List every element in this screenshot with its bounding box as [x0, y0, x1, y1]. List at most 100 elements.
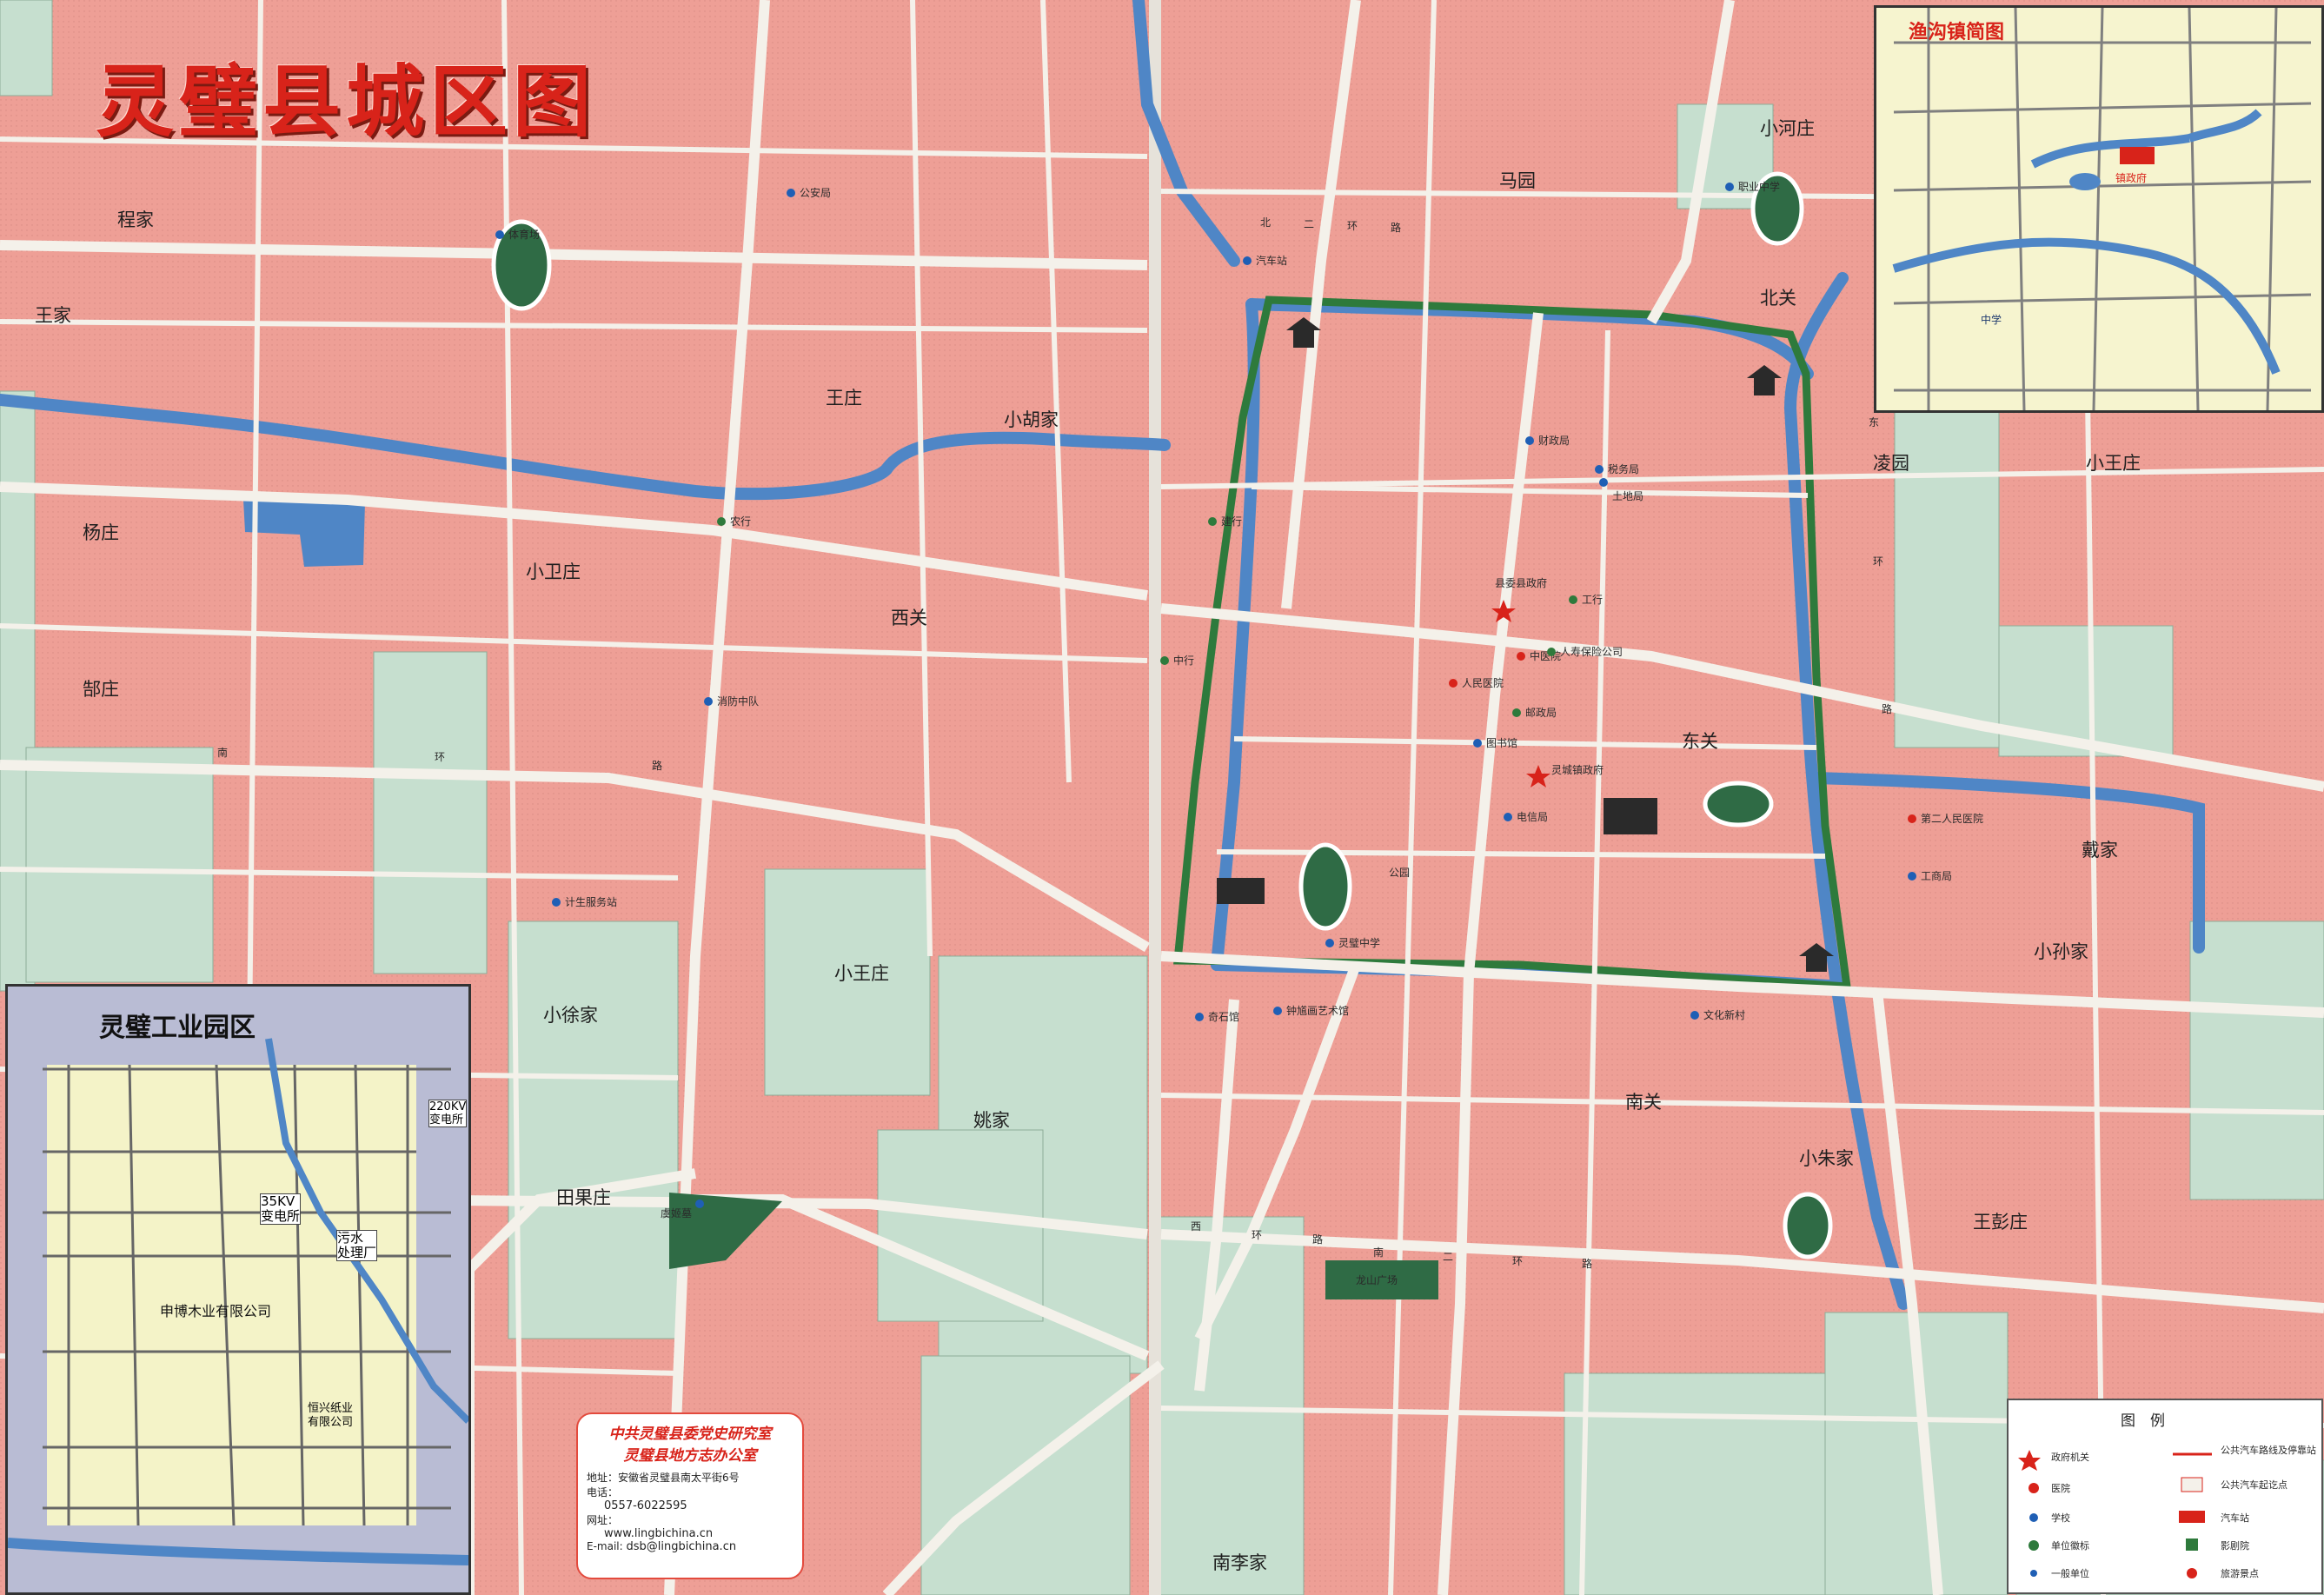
- hospital-cross-icon: [1449, 679, 1457, 688]
- school-dot-icon: [552, 898, 561, 907]
- poi-label: 人民医院: [1462, 677, 1504, 689]
- bus-station-icon: [2179, 1511, 2205, 1523]
- poi-label: 第二人民医院: [1921, 813, 1983, 825]
- place-label: 小朱家: [1799, 1148, 1854, 1169]
- poi-label: 公园: [1389, 867, 1410, 879]
- legend: 图 例 政府机关 医院 学校 单位徽标 一般单位 公共汽车路线及停靠站 公共汽车…: [2007, 1399, 2323, 1594]
- place-label: 小卫庄: [526, 562, 581, 582]
- road-label: 路: [1312, 1233, 1323, 1246]
- hospital-cross-icon: [2029, 1483, 2039, 1493]
- place-label: 小王庄: [2086, 453, 2141, 474]
- place-label: 小河庄: [1760, 118, 1815, 139]
- county-building: [1604, 798, 1657, 834]
- contact-web[interactable]: www.lingbichina.cn: [604, 1527, 714, 1540]
- government-star-icon: [1526, 765, 1550, 788]
- legend-item: 学校: [2051, 1512, 2070, 1524]
- school-dot-icon: [1595, 465, 1604, 474]
- road-label: 环: [1512, 1255, 1523, 1267]
- place-label: 田果庄: [556, 1187, 611, 1208]
- road-label: 路: [1882, 702, 1892, 715]
- school-dot-icon: [1243, 256, 1252, 265]
- poi-label: 图书馆: [1486, 736, 1517, 749]
- poi-label: 公安局: [800, 186, 831, 199]
- road-label: 东: [1869, 416, 1879, 429]
- poi-label: 龙山广场: [1356, 1274, 1398, 1286]
- government-star-icon: [2018, 1450, 2041, 1471]
- school-dot-icon: [1908, 872, 1916, 881]
- road-label: 环: [1252, 1229, 1262, 1241]
- pois: 公安局 人民医院 中医院 灵璧中学 职业中学 县委县政府 灵城镇政府 电信局 邮…: [495, 180, 1983, 1286]
- school-dot-icon: [1273, 1007, 1282, 1015]
- place-label: 北关: [1760, 288, 1796, 309]
- city-wall-moat: [1173, 296, 1852, 991]
- school-dot-icon: [787, 189, 795, 197]
- government-star-icon: [1491, 600, 1516, 622]
- road-label: 南: [217, 746, 228, 759]
- bus-stop-icon: [1569, 595, 1577, 604]
- poi-label: 县委县政府: [1495, 576, 1547, 589]
- poi-label: 职业中学: [1738, 180, 1780, 193]
- legend-title: 图 例: [2121, 1412, 2165, 1430]
- poi-label: 消防中队: [717, 694, 759, 708]
- yugou-inset-title: 渔沟镇简图: [1909, 21, 2005, 43]
- contact-box: 中共灵璧县委党史研究室 灵璧县地方志办公室 地址：安徽省灵璧县南太平街6号 电话…: [576, 1412, 804, 1579]
- place-label: 小徐家: [543, 1005, 598, 1026]
- poi-label: 工商局: [1921, 869, 1952, 882]
- road-label: 路: [652, 759, 662, 772]
- place-label: 程家: [117, 209, 154, 230]
- hospital-cross-icon: [1517, 652, 1525, 661]
- school-dot-icon: [704, 697, 713, 706]
- substation-220kv: 220KV 变电所: [428, 1100, 468, 1127]
- poi-label: 财政局: [1538, 435, 1570, 447]
- road-label: 二: [1443, 1251, 1453, 1263]
- contact-org1: 中共灵璧县委党史研究室: [608, 1426, 772, 1443]
- poi-label: 工行: [1582, 594, 1603, 606]
- place-label: 南李家: [1212, 1552, 1267, 1573]
- place-label: 姚家: [973, 1110, 1010, 1131]
- poi-label: 计生服务站: [565, 895, 617, 908]
- road-label: 环: [435, 751, 445, 763]
- legend-item: 单位徽标: [2051, 1539, 2089, 1552]
- yugou-inset: 渔沟镇简图 镇政府 中学: [1874, 5, 2324, 413]
- place-label: 小胡家: [1004, 409, 1059, 430]
- road-label: 环: [1873, 555, 1883, 568]
- legend-item: 影剧院: [2221, 1539, 2249, 1552]
- place-label: 小王庄: [834, 963, 889, 984]
- poi-label: 电信局: [1517, 811, 1548, 823]
- poi-label: 灵璧中学: [1338, 936, 1380, 949]
- legend-item: 公共汽车路线及停靠站: [2221, 1444, 2316, 1456]
- road-label: 二: [1304, 218, 1314, 230]
- map-title-text: 灵璧县城区图: [96, 56, 596, 148]
- contact-phone: 0557-6022595: [604, 1499, 687, 1512]
- place-label: 戴家: [2082, 840, 2118, 861]
- company-label: 申博木业有限公司: [160, 1303, 272, 1319]
- poi-label: 人寿保险公司: [1560, 645, 1623, 658]
- place-label: 杨庄: [83, 522, 119, 543]
- road-label: 环: [1347, 220, 1358, 232]
- building: [1217, 878, 1265, 904]
- bus-terminal-icon: [2181, 1477, 2203, 1492]
- pagoda-icon: [1286, 317, 1834, 972]
- contact-email[interactable]: dsb@lingbichina.cn: [626, 1540, 737, 1553]
- road-label: 路: [1582, 1257, 1592, 1270]
- place-label: 南关: [1625, 1092, 1662, 1113]
- legend-item: 旅游景点: [2221, 1567, 2259, 1579]
- yugou-inset-label: 镇政府: [2115, 172, 2148, 184]
- contact-web-row: 网址：: [587, 1512, 793, 1527]
- place-label: 王庄: [826, 388, 862, 409]
- yugou-inset-label: 中学: [1981, 314, 2002, 326]
- poi-label: 邮政局: [1525, 707, 1557, 719]
- poi-label: 体育场: [508, 228, 540, 241]
- place-label: 郜庄: [83, 679, 119, 700]
- cinema-icon: [2186, 1539, 2198, 1551]
- place-label: 西关: [891, 608, 927, 628]
- place-label: 东关: [1682, 731, 1718, 752]
- poi-label: 文化新村: [1703, 1008, 1745, 1021]
- poi-label: 虞姬墓: [661, 1207, 692, 1220]
- contact-address: 地址：安徽省灵璧县南太平街6号: [587, 1472, 740, 1484]
- legend-item: 公共汽车起讫点: [2221, 1479, 2287, 1491]
- school-dot-icon: [1504, 813, 1512, 821]
- industrial-park-inset: 灵璧工业园区 220KV 变电所 35KV 变电所 污水 处理厂 申博木业有限公…: [5, 984, 471, 1595]
